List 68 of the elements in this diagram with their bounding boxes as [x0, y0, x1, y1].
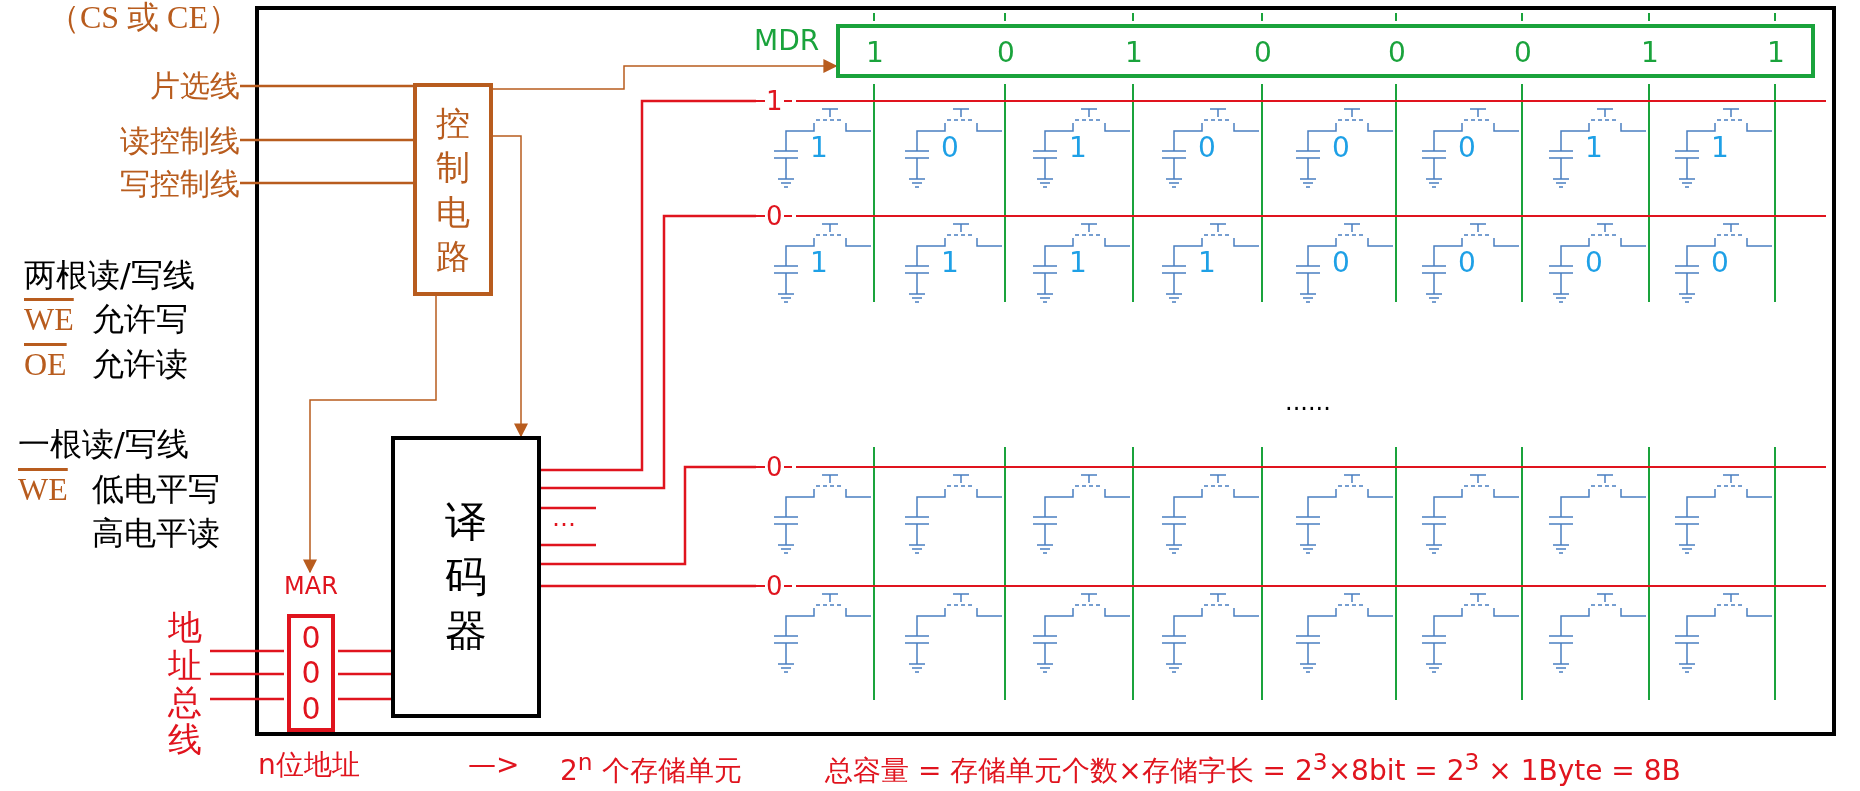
bit-value: 0 [1332, 246, 1350, 280]
legend-text: 低电平写 [92, 470, 220, 509]
signal-line [338, 649, 391, 653]
bit-value: 1 [1585, 131, 1603, 165]
bit-value: 0 [997, 36, 1015, 69]
bit-value: 1 [1641, 36, 1659, 69]
arrow [303, 295, 437, 574]
signal-line [541, 543, 596, 547]
signal-name: 读控制线 [60, 121, 240, 159]
signal-line [240, 138, 413, 142]
bit-value: 0 [301, 692, 321, 725]
signal-line [210, 649, 284, 653]
signal-name: WE [24, 300, 74, 339]
bit-value: 0 [1711, 246, 1729, 280]
register-name: MAR [284, 572, 338, 600]
bit-value: 1 [1711, 131, 1729, 165]
legend-text: 允许写 [92, 300, 188, 339]
bit-value: 1 [941, 246, 959, 280]
signal-name: OE [24, 345, 67, 384]
signal-name: 写控制线 [60, 164, 240, 202]
bit-value: 0 [1198, 131, 1216, 165]
formula-text: 总容量 = 存储单元个数×存储字长 = 2$^{3}$×8bit = 2$^{3}$ × 1Byte = 8B [825, 748, 1681, 788]
bit-value: 0 [941, 131, 959, 165]
control-circuit-box: 控制电路 [413, 83, 493, 296]
bit-value: 0 [1254, 36, 1272, 69]
ellipsis: ...... [1285, 388, 1331, 417]
signal-line [240, 181, 413, 185]
bit-value: 0 [1585, 246, 1603, 280]
register-name: MDR [754, 24, 820, 57]
signal-line [541, 465, 756, 566]
bit-value: 0 [301, 657, 321, 689]
legend-text: 两根读/写线 [24, 256, 195, 295]
bit-value: 1 [1069, 131, 1087, 165]
signal-line [240, 84, 413, 88]
bit-value: 0 [1458, 131, 1476, 165]
bit-value: 0 [301, 621, 321, 654]
arrow [492, 135, 528, 438]
bit-value: 0 [1514, 36, 1532, 69]
bit-value: 1 [1125, 36, 1143, 69]
signal-line [338, 672, 391, 676]
signal-line [541, 584, 756, 588]
signal-line [210, 672, 284, 676]
bit-value: 0 [1388, 36, 1406, 69]
ellipsis: … [552, 504, 576, 533]
bit-value: 1 [810, 131, 828, 165]
bit-value: 1 [1069, 246, 1087, 280]
bit-value: 1 [1198, 246, 1216, 280]
signal-name: WE [18, 470, 68, 509]
legend-text: 高电平读 [92, 514, 220, 553]
signal-line [541, 99, 756, 472]
signal-line [210, 697, 284, 701]
bit-value: 1 [866, 36, 884, 69]
bit-value: 0 [1458, 246, 1476, 280]
signal-line [338, 697, 391, 701]
bit-value: 1 [810, 246, 828, 280]
note-text: n位地址 [258, 748, 360, 782]
bit-value: 1 [1767, 36, 1785, 69]
address-bus-label: 地址总线 [160, 606, 210, 762]
legend-text: 允许读 [92, 345, 188, 384]
signal-line [541, 214, 756, 490]
decoder-box: 译码器 [391, 436, 541, 718]
note-text: 2$^{n}$ 个存储单元 [560, 748, 742, 788]
legend-text: 一根读/写线 [18, 425, 189, 464]
arrow [492, 59, 838, 90]
signal-line [541, 506, 596, 510]
arrow-text: —> [468, 748, 520, 782]
signal-note: （CS 或 CE） [47, 0, 240, 37]
bit-value: 0 [1332, 131, 1350, 165]
